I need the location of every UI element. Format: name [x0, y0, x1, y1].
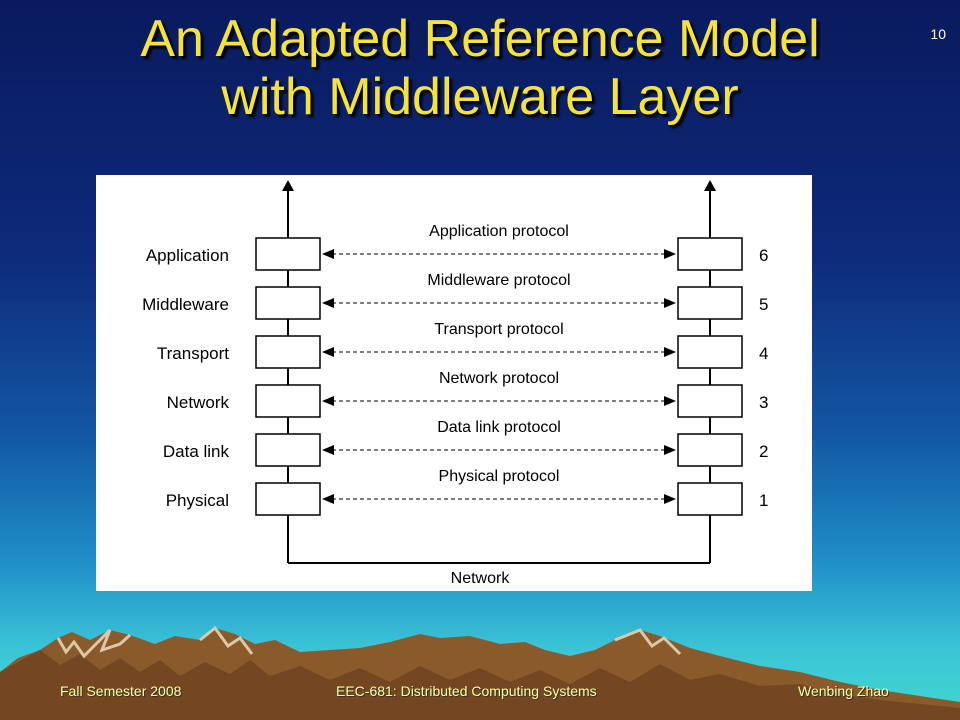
- footer-course: EEC-681: Distributed Computing Systems: [336, 683, 597, 699]
- left-box-middleware: [255, 286, 321, 320]
- arrow-left-icon: [322, 494, 334, 504]
- protocol-label-transport: Transport protocol: [434, 321, 563, 338]
- layer-number-application: 6: [759, 246, 768, 265]
- protocol-label-data-link: Data link protocol: [437, 419, 561, 436]
- arrow-left-icon: [322, 445, 334, 455]
- layer-number-transport: 4: [759, 344, 768, 363]
- protocol-label-network: Network protocol: [439, 370, 559, 387]
- title-line-1: An Adapted Reference Model: [140, 10, 820, 68]
- arrow-right-icon: [664, 347, 676, 357]
- footer-semester: Fall Semester 2008: [60, 683, 182, 699]
- slide-number: 10: [930, 26, 946, 42]
- arrow-left-icon: [322, 396, 334, 406]
- right-box-application: [677, 237, 743, 271]
- layer-number-middleware: 5: [759, 295, 768, 314]
- right-box-transport: [677, 335, 743, 369]
- layer-label-transport: Transport: [157, 344, 229, 363]
- layer-number-physical: 1: [759, 491, 768, 510]
- arrow-right-icon: [664, 396, 676, 406]
- layer-label-middleware: Middleware: [142, 295, 229, 314]
- left-box-physical: [255, 482, 321, 516]
- protocol-label-physical: Physical protocol: [439, 468, 560, 485]
- layer-label-physical: Physical: [166, 491, 229, 510]
- right-box-middleware: [677, 286, 743, 320]
- layer-label-data-link: Data link: [163, 442, 230, 461]
- left-box-transport: [255, 335, 321, 369]
- mountains-decoration: [0, 625, 960, 720]
- right-box-network: [677, 384, 743, 418]
- arrow-right-icon: [664, 249, 676, 259]
- footer-author: Wenbing Zhao: [798, 683, 889, 699]
- left-box-network: [255, 384, 321, 418]
- arrow-right-icon: [664, 445, 676, 455]
- right-up-arrow-icon: [704, 180, 716, 191]
- protocol-label-application: Application protocol: [429, 223, 569, 240]
- arrow-left-icon: [322, 249, 334, 259]
- left-up-arrow-icon: [282, 180, 294, 191]
- protocol-label-middleware: Middleware protocol: [427, 272, 570, 289]
- left-box-data-link: [255, 433, 321, 467]
- right-box-physical: [677, 482, 743, 516]
- arrow-right-icon: [664, 298, 676, 308]
- title-line-2: with Middleware Layer: [221, 68, 739, 126]
- slide-title: An Adapted Reference Model with Middlewa…: [0, 10, 960, 126]
- network-link-label: Network: [451, 570, 511, 587]
- right-box-data-link: [677, 433, 743, 467]
- layer-number-data-link: 2: [759, 442, 768, 461]
- arrow-right-icon: [664, 494, 676, 504]
- arrow-left-icon: [322, 347, 334, 357]
- layer-number-network: 3: [759, 393, 768, 412]
- layer-label-network: Network: [167, 393, 230, 412]
- layer-label-application: Application: [146, 246, 229, 265]
- left-box-application: [255, 237, 321, 271]
- arrow-left-icon: [322, 298, 334, 308]
